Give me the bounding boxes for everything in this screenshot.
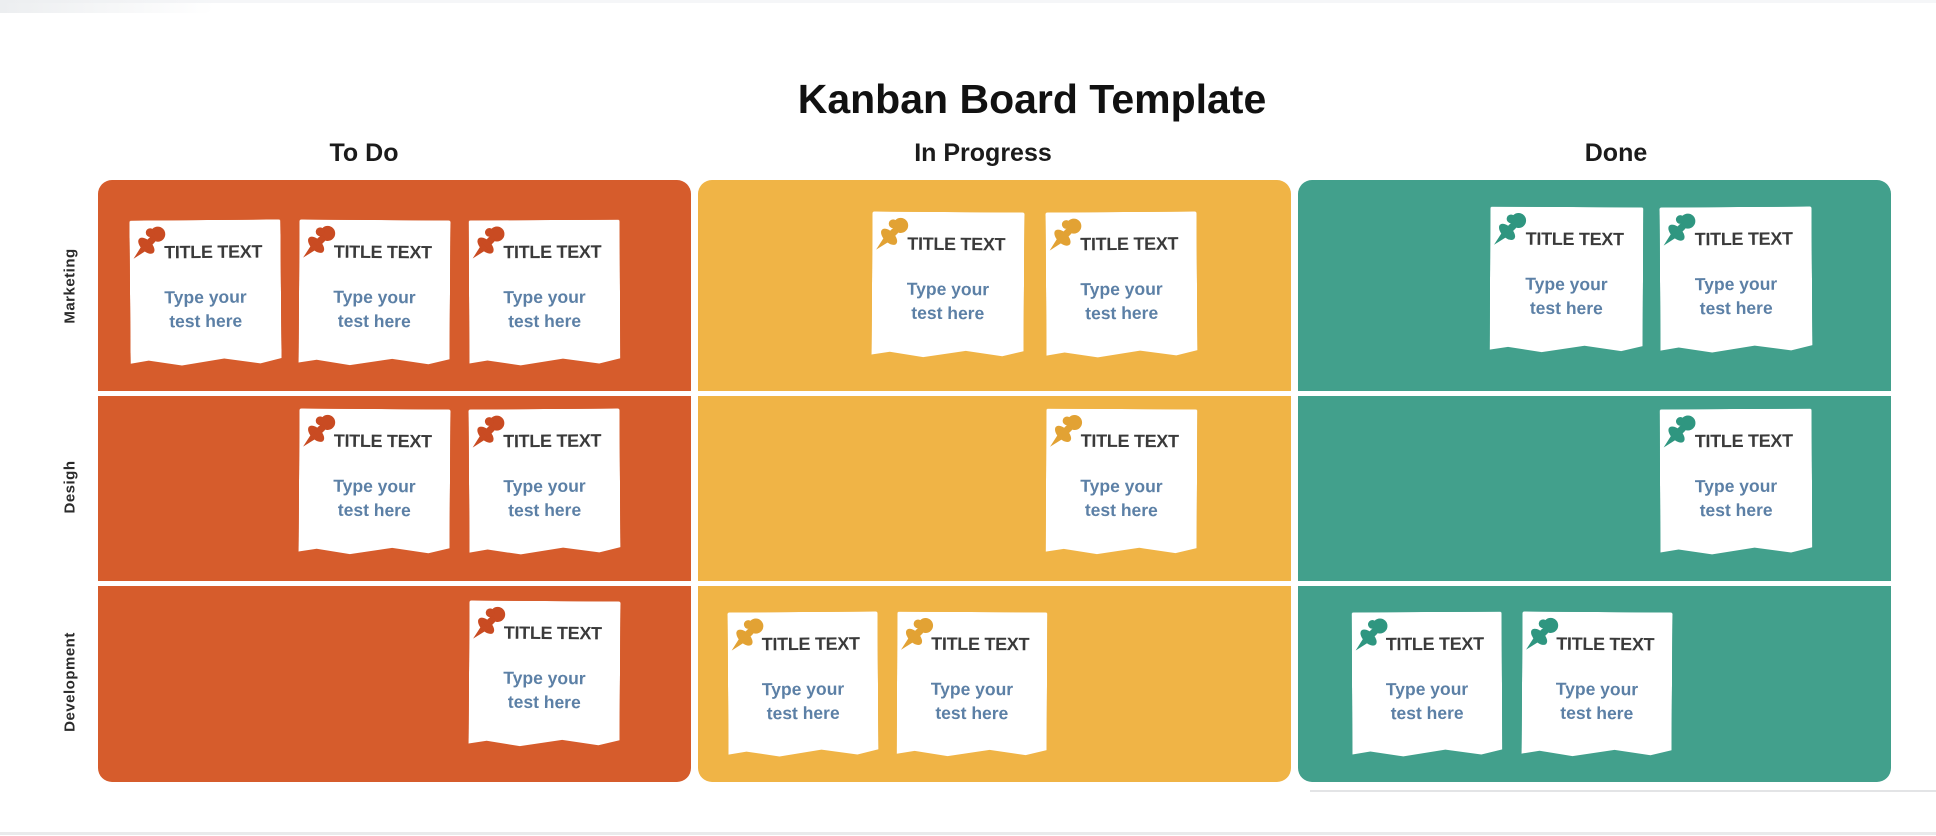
note-body: Type your test here <box>469 666 620 714</box>
pushpin-icon <box>473 606 506 639</box>
note-body: Type your test here <box>728 677 878 725</box>
note-body-line1: Type your <box>1694 475 1778 497</box>
pushpin-icon <box>1494 212 1527 245</box>
top-left-corner-shade <box>0 0 215 13</box>
note-body-line1: Type your <box>930 678 1014 700</box>
note-body: Type your test here <box>130 285 281 333</box>
pushpin-icon <box>901 617 934 650</box>
note-body: Type your test here <box>1522 677 1672 725</box>
pushpin-icon <box>1050 414 1083 447</box>
pushpin-icon <box>303 414 336 447</box>
note-body-line2: test here <box>508 499 582 520</box>
pushpin-icon <box>1526 617 1559 650</box>
note-body: Type your test here <box>1660 272 1812 320</box>
note-body: Type your test here <box>872 277 1024 325</box>
note-body: Type your test here <box>1490 273 1643 321</box>
note-body-line1: Type your <box>333 475 416 497</box>
note-body-line1: Type your <box>503 667 586 689</box>
sticky-note[interactable]: TITLE TEXT Type your test here <box>1660 409 1813 556</box>
note-body: Type your test here <box>469 286 620 334</box>
note-body-line1: Type your <box>503 475 586 497</box>
pushpin-icon <box>472 415 505 448</box>
note-body-line1: Type your <box>503 286 586 308</box>
note-body-line1: Type your <box>1555 678 1639 700</box>
note-body-line2: test here <box>1085 302 1159 323</box>
note-body: Type your test here <box>1352 678 1502 726</box>
note-body-line2: test here <box>1699 297 1773 318</box>
bottom-right-partial-line <box>1310 790 1936 792</box>
row-label-desigh: Desigh <box>61 460 79 514</box>
note-body-line2: test here <box>1390 702 1464 723</box>
sticky-note[interactable]: TITLE TEXT Type your test here <box>1659 206 1812 353</box>
pushpin-icon <box>303 225 336 258</box>
note-body-line2: test here <box>911 302 985 323</box>
sticky-note[interactable]: TITLE TEXT Type your test here <box>1521 611 1672 757</box>
sticky-note[interactable]: TITLE TEXT Type your test here <box>897 612 1048 758</box>
column-header-todo: To Do <box>329 139 399 167</box>
column-header-done: Done <box>1584 139 1648 167</box>
note-body-line2: test here <box>1699 499 1773 520</box>
note-body-line2: test here <box>508 310 582 331</box>
note-body-line1: Type your <box>333 286 416 308</box>
sticky-note[interactable]: TITLE TEXT Type your test here <box>1490 207 1644 354</box>
pushpin-icon <box>876 217 909 250</box>
sticky-note[interactable]: TITLE TEXT Type your test here <box>871 211 1024 358</box>
pushpin-icon <box>472 226 505 259</box>
note-body-line1: Type your <box>164 286 247 308</box>
sticky-note[interactable]: TITLE TEXT Type your test here <box>298 219 450 366</box>
sticky-note[interactable]: TITLE TEXT Type your test here <box>129 219 281 366</box>
pushpin-icon <box>133 226 166 259</box>
note-body-line1: Type your <box>906 278 990 300</box>
note-body-line1: Type your <box>1525 273 1608 295</box>
sticky-note[interactable]: TITLE TEXT Type your test here <box>469 220 621 367</box>
note-body-line2: test here <box>169 310 243 331</box>
note-body-line2: test here <box>935 702 1009 723</box>
note-body: Type your test here <box>299 474 450 522</box>
sticky-note[interactable]: TITLE TEXT Type your test here <box>1045 211 1197 358</box>
note-body-line2: test here <box>337 499 411 520</box>
row-divider <box>98 581 1891 586</box>
pushpin-icon <box>1355 618 1388 651</box>
row-divider <box>98 391 1891 396</box>
note-body-line2: test here <box>1529 297 1603 318</box>
note-body-line2: test here <box>337 310 411 331</box>
sticky-note[interactable]: TITLE TEXT Type your test here <box>1352 612 1503 758</box>
note-body: Type your test here <box>1046 277 1197 325</box>
note-body-line2: test here <box>1560 702 1634 723</box>
note-body: Type your test here <box>299 285 450 333</box>
row-label-development: Development <box>61 632 79 732</box>
sticky-note[interactable]: TITLE TEXT Type your test here <box>468 408 620 555</box>
note-body-line1: Type your <box>761 678 845 700</box>
pushpin-icon <box>1663 213 1696 246</box>
sticky-note[interactable]: TITLE TEXT Type your test here <box>1046 409 1198 556</box>
note-body: Type your test here <box>469 474 620 522</box>
note-body: Type your test here <box>1660 475 1812 523</box>
pushpin-icon <box>731 618 764 651</box>
column-header-in-progress: In Progress <box>914 139 1052 167</box>
note-body-line2: test here <box>507 691 581 712</box>
note-body-line1: Type your <box>1080 475 1163 497</box>
note-body-line1: Type your <box>1385 678 1469 700</box>
note-body-line1: Type your <box>1694 273 1778 295</box>
sticky-note[interactable]: TITLE TEXT Type your test here <box>468 600 620 747</box>
sticky-note[interactable]: TITLE TEXT Type your test here <box>727 611 878 757</box>
note-body-line2: test here <box>766 702 840 723</box>
note-body: Type your test here <box>1046 475 1197 523</box>
pushpin-icon <box>1663 415 1696 448</box>
sticky-note[interactable]: TITLE TEXT Type your test here <box>298 408 450 555</box>
note-body-line1: Type your <box>1080 278 1163 300</box>
pushpin-icon <box>1049 218 1082 251</box>
row-label-marketing: Marketing <box>61 248 79 324</box>
bottom-edge-line <box>0 832 1936 835</box>
note-body: Type your test here <box>897 678 1047 726</box>
top-edge-line <box>0 0 1936 3</box>
note-body-line2: test here <box>1084 499 1158 520</box>
page-title: Kanban Board Template <box>797 76 1267 122</box>
